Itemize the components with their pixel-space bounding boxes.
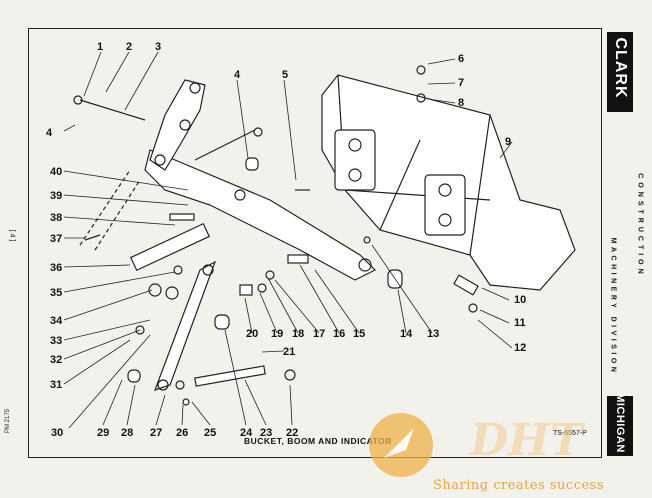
svg-text:3: 3 (155, 41, 161, 53)
drawing-reference: TS-6557-P (553, 430, 587, 437)
michigan-logo: MICHIGAN (607, 393, 633, 456)
bellcrank (149, 79, 206, 171)
division-text-line2: MACHINERY DIVISION (609, 237, 617, 376)
svg-text:31: 31 (50, 379, 62, 391)
svg-text:17: 17 (313, 328, 325, 340)
svg-text:1: 1 (97, 41, 103, 53)
svg-text:5: 5 (282, 69, 288, 81)
svg-text:7: 7 (458, 77, 464, 89)
svg-text:24: 24 (240, 427, 253, 439)
svg-text:29: 29 (97, 427, 109, 439)
svg-text:10: 10 (514, 294, 526, 306)
clark-logo: CLARK (607, 32, 633, 112)
svg-text:26: 26 (176, 427, 188, 439)
page-marker: [ 4 ] (8, 229, 16, 242)
svg-text:39: 39 (50, 190, 62, 202)
link (153, 260, 217, 391)
diagram-frame (28, 28, 602, 458)
svg-text:28: 28 (121, 427, 133, 439)
michigan-logo-text: MICHIGAN (614, 393, 626, 453)
division-text-line1: CONSTRUCTION (636, 173, 644, 278)
svg-text:32: 32 (50, 354, 62, 366)
svg-text:11: 11 (514, 317, 526, 329)
svg-text:15: 15 (353, 328, 365, 340)
svg-text:14: 14 (400, 328, 413, 340)
svg-text:34: 34 (50, 315, 63, 327)
svg-text:30: 30 (51, 427, 63, 439)
svg-text:25: 25 (204, 427, 216, 439)
svg-text:20: 20 (246, 328, 258, 340)
clark-logo-text: CLARK (612, 37, 629, 99)
svg-text:4: 4 (234, 69, 241, 81)
svg-text:40: 40 (50, 166, 62, 178)
svg-text:27: 27 (150, 427, 162, 439)
svg-text:2: 2 (126, 41, 132, 53)
svg-text:21: 21 (283, 346, 295, 358)
svg-text:33: 33 (50, 335, 62, 347)
svg-text:36: 36 (50, 262, 62, 274)
svg-text:37: 37 (50, 233, 62, 245)
boom-arm (144, 149, 377, 281)
watermark-logo-text: DHT (470, 415, 583, 466)
svg-text:23: 23 (260, 427, 272, 439)
watermark-logo-icon (369, 413, 433, 477)
svg-text:35: 35 (50, 287, 62, 299)
svg-text:19: 19 (271, 328, 283, 340)
svg-text:6: 6 (458, 53, 464, 65)
svg-text:8: 8 (458, 97, 464, 109)
watermark-tagline: Sharing creates success (433, 478, 605, 493)
svg-text:9: 9 (505, 136, 511, 148)
svg-text:18: 18 (292, 328, 304, 340)
svg-text:22: 22 (286, 427, 298, 439)
pm-number: PM 2175 (5, 408, 12, 434)
svg-text:12: 12 (514, 342, 526, 354)
svg-text:16: 16 (333, 328, 345, 340)
svg-text:4: 4 (46, 127, 53, 139)
svg-text:38: 38 (50, 212, 62, 224)
diagram-caption: BUCKET, BOOM AND INDICATOR (244, 436, 392, 446)
svg-text:13: 13 (427, 328, 439, 340)
